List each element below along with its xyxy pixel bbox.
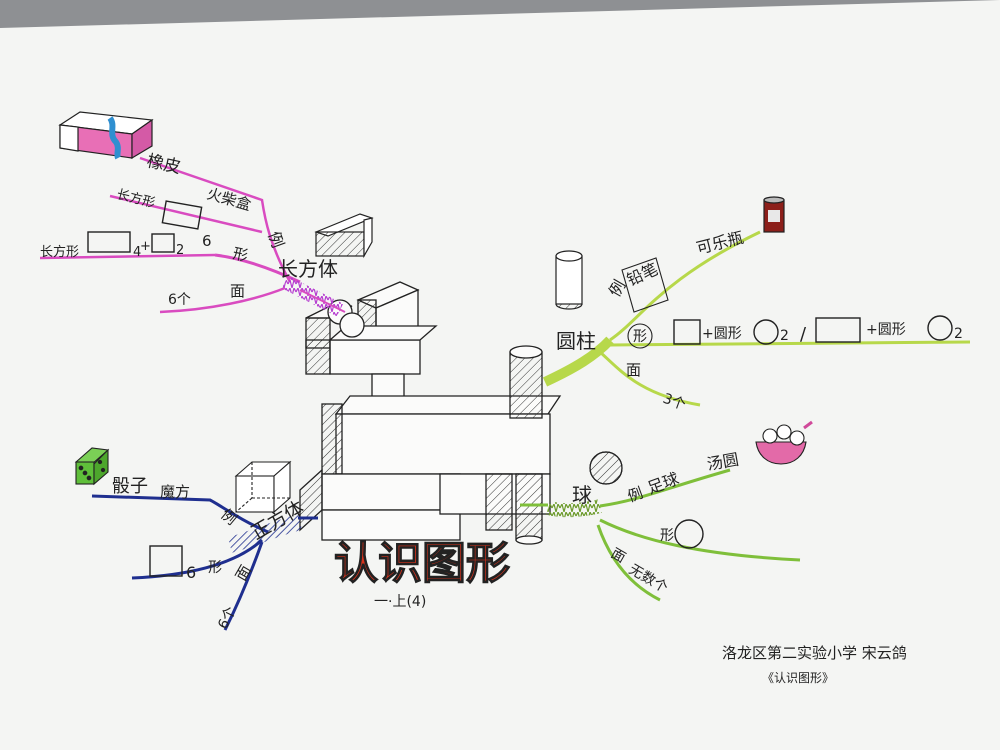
- cuboid-shape-formula-2-count-a: 4: [133, 245, 141, 260]
- soccer-ball-drawing: [589, 451, 623, 485]
- cylinder-face-count: 3个: [661, 391, 688, 414]
- cylinder-shape-label: 形: [633, 329, 647, 345]
- cube-branch: [91, 494, 318, 631]
- sphere-branch: [520, 468, 801, 602]
- page-title: 认识图形: [334, 538, 510, 589]
- rectangle-shape-icon: [815, 317, 861, 343]
- cola-can-drawing: [763, 196, 785, 233]
- dice-drawing: [74, 447, 110, 486]
- cuboid-shape-formula-2-count-b: 2: [176, 243, 184, 258]
- sphere-shape-label: 形: [660, 528, 674, 544]
- rectangle-shape-icon: [673, 319, 701, 345]
- cylinder-node-label: 圆柱: [556, 329, 596, 353]
- sphere-face-label: 面: [608, 546, 628, 567]
- circle-shape-icon: [674, 519, 704, 549]
- work-title-label: 《认识图形》: [762, 671, 834, 685]
- rectangle-shape-icon: [161, 200, 203, 230]
- cylinder-drawing: [555, 250, 583, 310]
- square-shape-icon: [149, 545, 183, 577]
- cuboid-example-label: 例: [264, 229, 287, 251]
- cylinder-branch: [542, 230, 971, 407]
- cuboid-branch: [39, 156, 346, 317]
- cylinder-shape-formula-2-count: 2: [954, 326, 963, 342]
- sphere-example-label: 例: [625, 484, 645, 506]
- tangyuan-bowl-drawing: [755, 420, 813, 465]
- matchbox-drawing: [314, 213, 374, 259]
- grade-label: 一·上(4): [374, 594, 426, 610]
- cuboid-node-label: 长方体: [278, 257, 338, 281]
- cylinder-face-label: 面: [626, 361, 641, 379]
- cube-example-dice: 骰子: [112, 476, 148, 497]
- sphere-node-label: 球: [572, 483, 592, 507]
- circle-shape-icon: [753, 319, 779, 345]
- cube-example-rubiks: 魔方: [160, 483, 190, 501]
- cylinder-shape-formula-2-mid: +圆形: [866, 322, 906, 338]
- pencil-box-drawing: [621, 257, 669, 313]
- cuboid-shape-formula-2-prefix: 长方形: [40, 244, 79, 260]
- cube-shape-formula-count: 6: [186, 563, 196, 582]
- cuboid-shape-formula-1-count: 6: [202, 232, 212, 250]
- rectangle-shape-icon: [151, 233, 175, 253]
- cylinder-shape-formula-1-count: 2: [780, 328, 789, 344]
- school-author-label: 洛龙区第二实验小学 宋云鸽: [722, 644, 907, 662]
- cuboid-face-count: 6个: [168, 292, 191, 308]
- cuboid-shape-label: 形: [231, 244, 249, 265]
- circle-shape-icon: [927, 315, 953, 341]
- circle-shape-icon: [627, 323, 653, 349]
- eraser-drawing: [58, 111, 154, 160]
- cuboid-face-label: 面: [230, 282, 245, 300]
- cylinder-shape-formula-1-mid: +圆形: [702, 326, 742, 342]
- rectangle-shape-icon: [87, 231, 131, 253]
- cube-shape-label: 形: [208, 560, 222, 576]
- cube-drawing: [234, 460, 292, 514]
- plus-sign: +: [140, 239, 151, 254]
- divider-slash: /: [800, 324, 807, 345]
